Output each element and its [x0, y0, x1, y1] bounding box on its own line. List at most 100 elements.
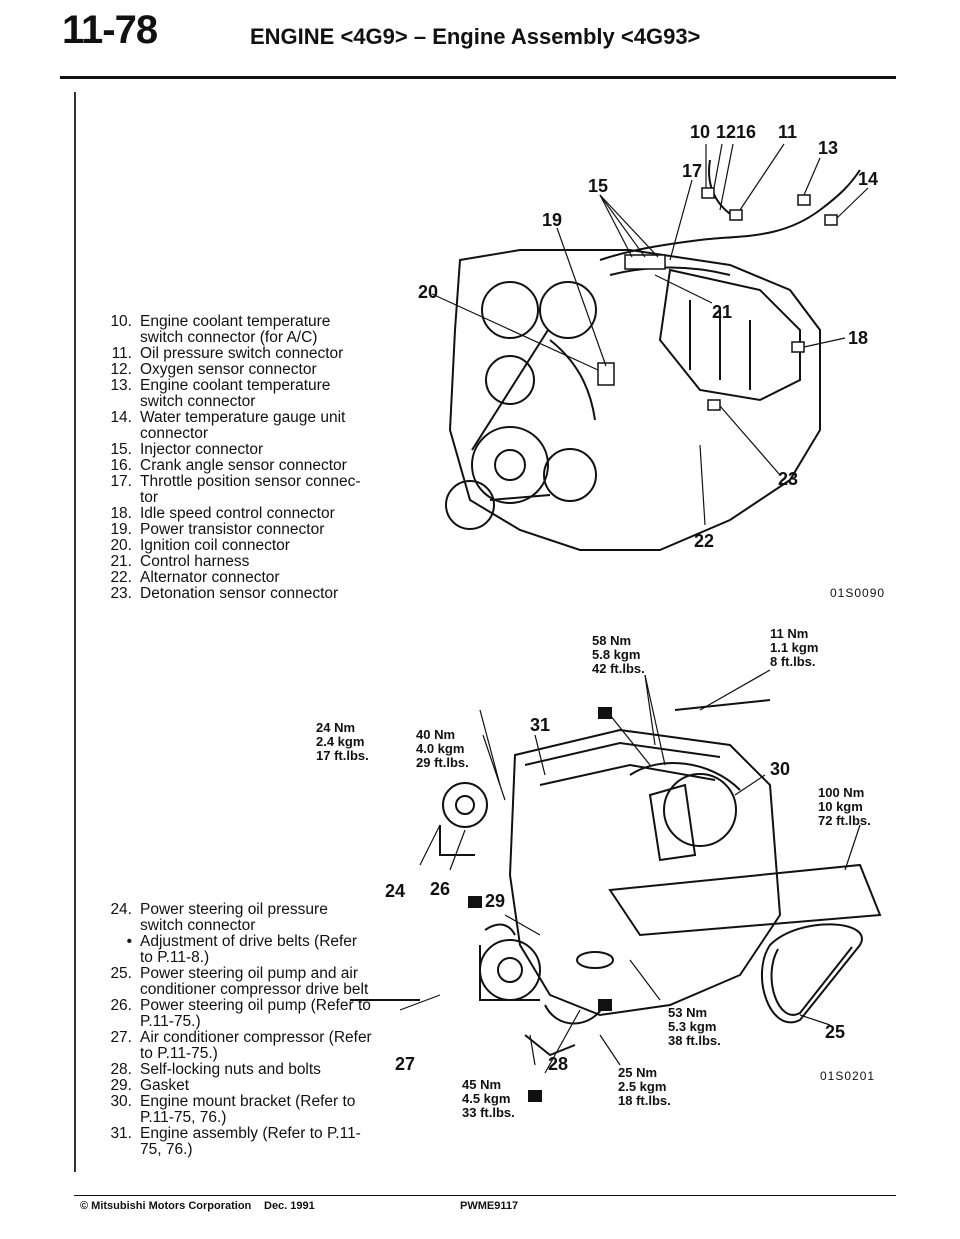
- legend-item: 20.Ignition coil connector: [102, 538, 367, 554]
- callout-31: 31: [530, 715, 550, 735]
- callout-26: 26: [430, 879, 450, 899]
- left-margin-rule: [74, 92, 76, 1172]
- mount-bracket: [629, 762, 741, 791]
- ac-compressor-pulley: [479, 939, 541, 1001]
- marker-n: [598, 707, 612, 719]
- mount-insulator: [648, 783, 697, 862]
- marker-n: [598, 999, 612, 1011]
- torque-line: 5.3 kgm: [668, 1019, 716, 1034]
- connector: [729, 209, 743, 221]
- ignition-coil: [597, 362, 615, 386]
- legend-item-bullet: •: [126, 933, 132, 950]
- wiring-harness: [549, 339, 596, 421]
- gasket: [576, 951, 614, 969]
- legend-item: 22.Alternator connector: [102, 570, 367, 586]
- legend-item-text: Power steering oil pump (Refer to P.11-7…: [140, 997, 371, 1030]
- wiring-harness: [599, 169, 861, 261]
- legend-item-text: Water temperature gauge unit connector: [140, 409, 346, 442]
- legend-item-number: 15.: [110, 441, 132, 458]
- legend-item-number: 18.: [110, 505, 132, 522]
- callout-29: 29: [485, 891, 505, 911]
- legend-item-number: 24.: [110, 901, 132, 918]
- callout-15: 15: [588, 176, 608, 196]
- torque-line: 1.1 kgm: [770, 640, 818, 655]
- drive-belt: [471, 329, 551, 501]
- legend-item: 24.Power steering oil pressure switch co…: [102, 902, 372, 934]
- legend-item-number: 26.: [110, 997, 132, 1014]
- legend-item-number: 21.: [110, 553, 132, 570]
- mount-bolt-bar: [674, 699, 771, 711]
- legend-item: 19.Power transistor connector: [102, 522, 367, 538]
- legend-item-number: 13.: [110, 377, 132, 394]
- legend-item-text: Throttle position sensor connec-tor: [140, 473, 361, 506]
- crank-pulley: [471, 426, 549, 504]
- alternator-pulley: [543, 448, 597, 502]
- torque-line: 10 kgm: [818, 799, 863, 814]
- callout-25: 25: [825, 1022, 845, 1042]
- legend-item-text: Engine mount bracket (Refer to P.11-75, …: [140, 1093, 356, 1126]
- legend-item: 18.Idle speed control connector: [102, 506, 367, 522]
- engine-assembly-diagram: 31 30 24 26 29 27 28 25 58 Nm 5.8 kgm 42…: [316, 626, 882, 1120]
- connector: [824, 214, 838, 226]
- legend-item-text: Ignition coil connector: [140, 537, 290, 554]
- injector-connectors: [624, 254, 666, 270]
- torque-line: 17 ft.lbs.: [316, 748, 369, 763]
- crossmember: [608, 863, 882, 937]
- legend-item-text: Oil pressure switch connector: [140, 345, 344, 362]
- callout-13: 13: [818, 138, 838, 158]
- legend-item-text: Detonation sensor connector: [140, 585, 339, 602]
- legend-item-text: Self-locking nuts and bolts: [140, 1061, 321, 1078]
- callout-28: 28: [548, 1054, 568, 1074]
- legend-item-text: Injector connector: [140, 441, 264, 458]
- callout-22: 22: [694, 531, 714, 551]
- engine-block: [508, 728, 782, 1017]
- figure-code: 01S0201: [820, 1069, 875, 1083]
- callout-30: 30: [770, 759, 790, 779]
- torque-spec-11: 11 Nm 1.1 kgm 8 ft.lbs.: [770, 626, 818, 669]
- intake-manifold: [658, 268, 801, 402]
- torque-spec-45: 45 Nm 4.5 kgm 33 ft.lbs.: [462, 1077, 515, 1120]
- callout-27: 27: [395, 1054, 415, 1074]
- legend-item-number: 22.: [110, 569, 132, 586]
- callout-10: 10: [690, 122, 710, 142]
- legend-item: 13.Engine coolant temperature switch con…: [102, 378, 367, 410]
- ps-pulley: [445, 480, 495, 530]
- footer-date: Dec. 1991: [264, 1200, 315, 1212]
- legend-item-number: 28.: [110, 1061, 132, 1078]
- legend-item-number: 11.: [111, 345, 132, 362]
- legend-item-number: 30.: [110, 1093, 132, 1110]
- header-rule: [60, 76, 896, 79]
- legend-item-number: 23.: [110, 585, 132, 602]
- legend-item-text: Control harness: [140, 553, 250, 570]
- torque-line: 38 ft.lbs.: [668, 1033, 721, 1048]
- torque-line: 72 ft.lbs.: [818, 813, 871, 828]
- torque-line: 2.4 kgm: [316, 734, 364, 749]
- torque-line: 42 ft.lbs.: [592, 661, 645, 676]
- drive-belt-inner: [770, 946, 853, 1016]
- connector: [707, 399, 721, 411]
- callout-11: 11: [778, 122, 797, 142]
- legend-item-number: 25.: [110, 965, 132, 982]
- legend-item-text: Gasket: [140, 1077, 190, 1094]
- valve-cover: [524, 741, 721, 766]
- cam-pulley: [539, 281, 597, 339]
- torque-spec-58: 58 Nm 5.8 kgm 42 ft.lbs.: [592, 633, 645, 676]
- legend-item-number: 27.: [110, 1029, 132, 1046]
- callout-12: 12: [716, 122, 736, 142]
- legend-item: 16.Crank angle sensor connector: [102, 458, 367, 474]
- callout-24: 24: [385, 881, 405, 901]
- legend-item: 10.Engine coolant temperature switch con…: [102, 314, 367, 346]
- legend-item: 27.Air conditioner compressor (Refer to …: [102, 1030, 372, 1062]
- torque-line: 8 ft.lbs.: [770, 654, 816, 669]
- connector: [701, 187, 715, 199]
- legend-item: 28. Self-locking nuts and bolts: [102, 1062, 372, 1078]
- footer-publication-code: PWME9117: [460, 1200, 519, 1212]
- legend-item: 30. Engine mount bracket (Refer to P.11-7…: [102, 1094, 372, 1126]
- engine-outline: [448, 249, 821, 551]
- legend-item: 11. Oil pressure switch connector: [102, 346, 367, 362]
- torque-line: 2.5 kgm: [618, 1079, 666, 1094]
- callout-21: 21: [712, 302, 732, 322]
- connector: [797, 194, 811, 206]
- legend-item-text: Engine assembly (Refer to P.11-75, 76.): [140, 1125, 361, 1158]
- marker-n: [528, 1090, 542, 1102]
